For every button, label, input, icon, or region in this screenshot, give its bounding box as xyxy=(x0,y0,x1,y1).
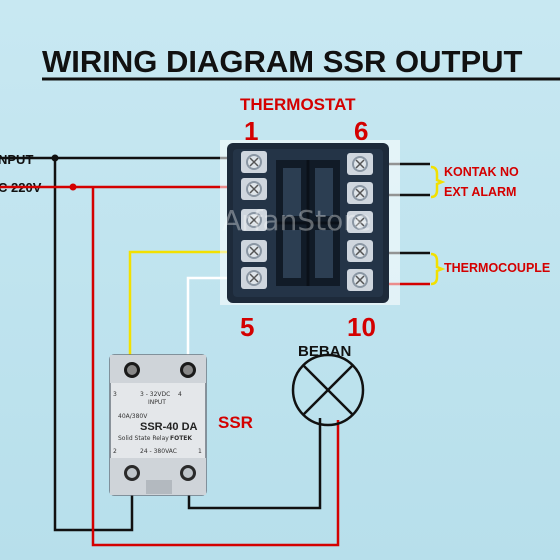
pin-label-6: 6 xyxy=(354,116,368,146)
ssr-label: SSR xyxy=(218,413,253,432)
pin-label-10: 10 xyxy=(347,312,376,342)
wire-ssr-to-load xyxy=(187,418,322,510)
ssr-output-range: 24 - 380VAC xyxy=(140,448,177,455)
ssr-module xyxy=(109,354,207,496)
terminal-row-right xyxy=(347,153,373,291)
pin-label-1: 1 xyxy=(244,116,258,146)
wire-red-to-load xyxy=(91,187,340,547)
ssr-brand: FOTEK xyxy=(170,435,192,442)
pin-label-5: 5 xyxy=(240,312,254,342)
thermocouple-bracket xyxy=(430,252,446,286)
ssr-type: Solid State Relay xyxy=(118,435,169,442)
junction-black xyxy=(51,154,59,162)
watermark: ArfanStore xyxy=(222,204,371,237)
junction-red xyxy=(69,183,77,191)
kontak-label-line2: EXT ALARM xyxy=(444,185,516,199)
wire-input-black xyxy=(0,156,134,532)
ssr-pin2: 2 xyxy=(113,448,117,455)
thermostat-label: THERMOSTAT xyxy=(240,95,356,114)
wire-control-yellow xyxy=(128,250,244,372)
load-lamp-icon xyxy=(291,353,365,427)
kontak-label-line1: KONTAK NO xyxy=(444,165,519,179)
kontak-bracket xyxy=(430,165,446,199)
ssr-rating: 40A/380V xyxy=(118,413,148,420)
ssr-model: SSR-40 DA xyxy=(140,421,198,433)
ssr-pin1: 1 xyxy=(198,448,202,455)
ssr-input-spec: INPUT xyxy=(148,399,166,406)
ssr-pin4: 4 xyxy=(178,391,182,398)
terminal-row-left xyxy=(241,151,267,289)
diagram-title: WIRING DIAGRAM SSR OUTPUT xyxy=(42,44,523,79)
ssr-pin3: 3 xyxy=(113,391,117,398)
thermocouple-label: THERMOCOUPLE xyxy=(444,261,550,275)
ssr-input-range: 3 - 32VDC xyxy=(140,391,170,398)
input-label-line1: NPUT xyxy=(0,152,33,167)
